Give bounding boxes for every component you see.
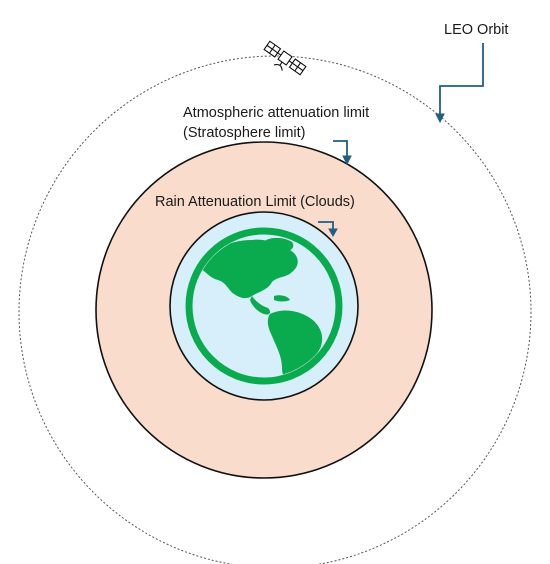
solar-panel-right [288, 58, 307, 76]
leo-orbit-label: LEO Orbit [444, 22, 509, 38]
satellite-body [277, 50, 293, 66]
atmospheric-limit-arrow [333, 140, 352, 166]
solar-panel-left [263, 40, 282, 58]
rain-attenuation-label: Rain Attenuation Limit (Clouds) [155, 194, 355, 210]
leo-orbit-arrow [435, 43, 484, 124]
atmospheric-limit-label: Atmospheric attenuation limit [183, 105, 370, 121]
globe-americas-icon [185, 227, 343, 385]
rain-limit-arrow [318, 221, 338, 238]
stratosphere-limit-label: (Stratosphere limit) [183, 125, 306, 141]
satellite-icon [263, 40, 307, 76]
